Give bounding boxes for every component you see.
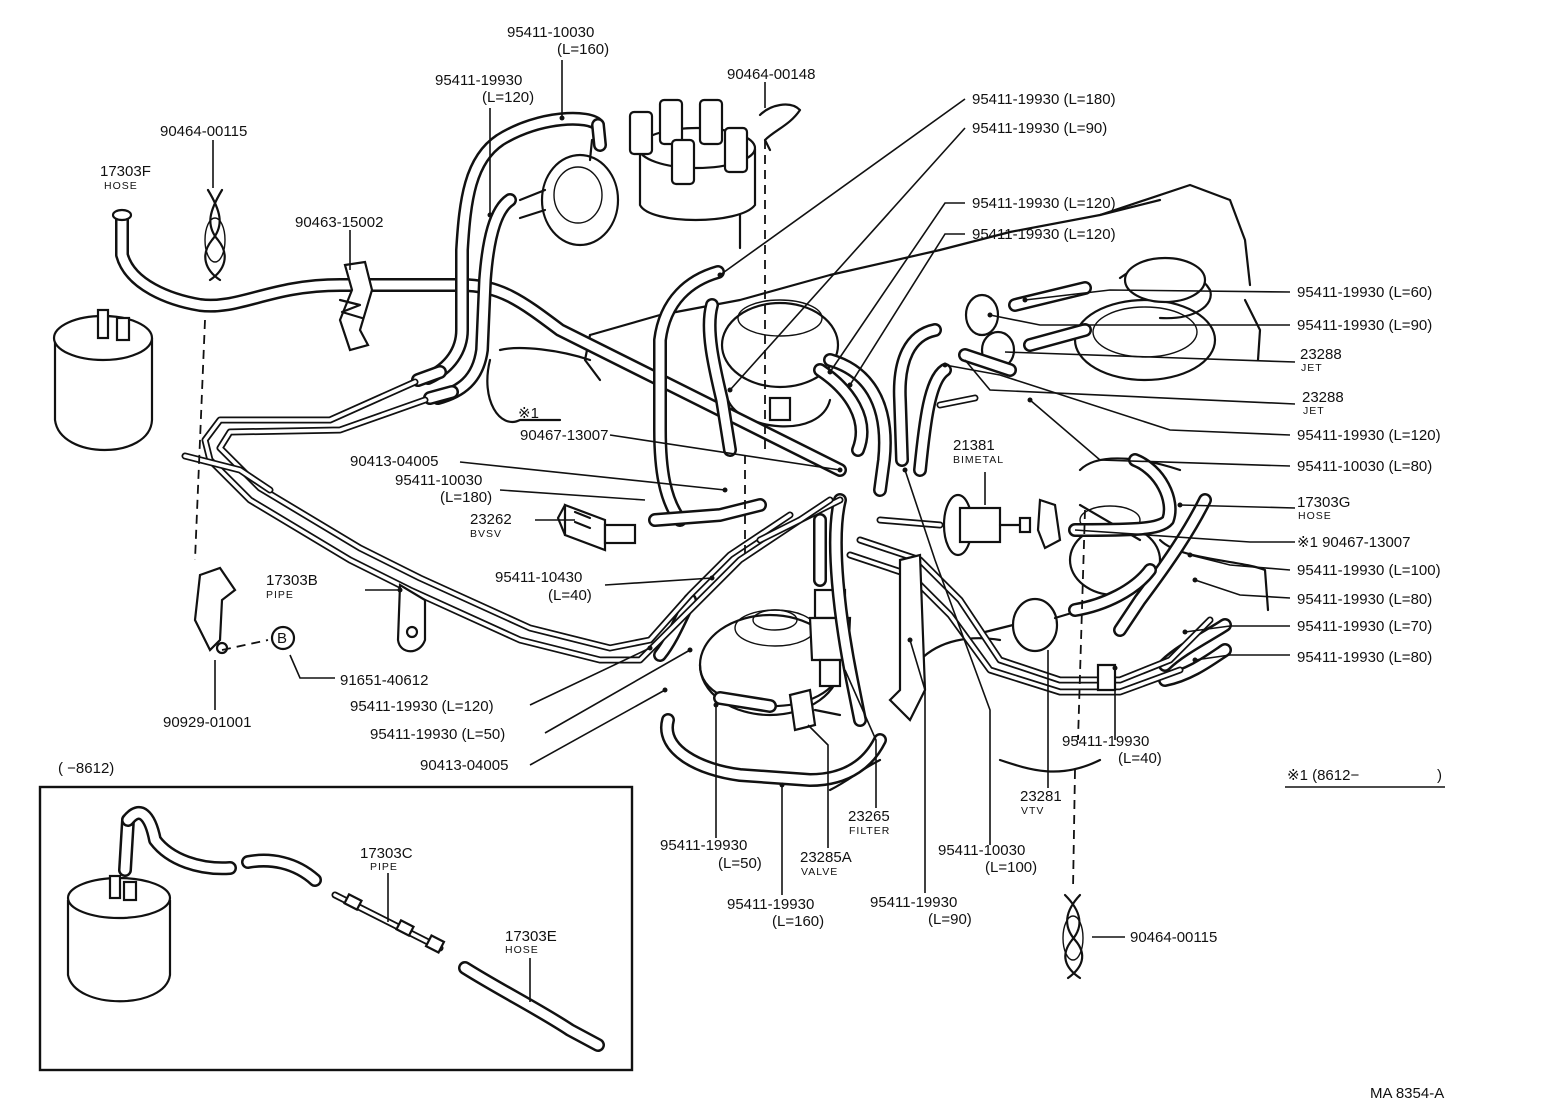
charcoal-canister: [52, 308, 154, 452]
circle-b-marker: [270, 625, 296, 651]
carburetor-air-horn: [1073, 256, 1217, 382]
label-21381-name: BIMETAL: [953, 454, 1004, 466]
label-23265-code: 23265: [848, 808, 890, 825]
label-95411-19930-l50-b-spec: (L=50): [718, 855, 762, 872]
label-23285a-code: 23285A: [800, 849, 852, 866]
label-95411-19930-l40-code: 95411-19930: [1062, 733, 1149, 750]
leader-dots: [397, 115, 1198, 788]
label-95411-10030-l100-code: 95411-10030: [938, 842, 1025, 859]
label-17303b-code: 17303B: [266, 572, 318, 589]
bimetal-valve: [942, 493, 1032, 557]
label-95411-10030-l80: 95411-10030 (L=80): [1297, 458, 1432, 475]
label-95411-19930-l60: 95411-19930 (L=60): [1297, 284, 1432, 301]
pipes: [181, 378, 1214, 696]
label-95411-10030-l160-spec: (L=160): [557, 41, 609, 58]
label-90467-13007-right: ※1 90467-13007: [1297, 534, 1411, 551]
label-95411-19930-l100: 95411-19930 (L=100): [1297, 562, 1441, 579]
label-17303g-name: HOSE: [1298, 510, 1332, 522]
label-circle-b: B: [277, 630, 287, 647]
label-90464-00115-bottom: 90464-00115: [1130, 929, 1217, 946]
alignment-dashes: [194, 140, 1086, 891]
label-95411-19930-l80-a: 95411-19930 (L=80): [1297, 591, 1432, 608]
part-labels: 95411-10030 (L=160) 95411-19930 (L=120) …: [100, 24, 1444, 1102]
label-95411-19930-l40-spec: (L=40): [1118, 750, 1162, 767]
label-star1-mid: ※1: [518, 405, 539, 422]
label-95411-19930-l180: 95411-19930 (L=180): [972, 91, 1116, 108]
label-95411-19930-l120-d: 95411-19930 (L=120): [350, 698, 494, 715]
label-91651-40612: 91651-40612: [340, 672, 428, 689]
label-90929-01001: 90929-01001: [163, 714, 251, 731]
label-95411-10030-l100-spec: (L=100): [985, 859, 1037, 876]
label-17303c-name: PIPE: [370, 861, 398, 873]
label-23262-name: BVSV: [470, 528, 502, 540]
drawing-number: MA 8354-A: [1370, 1085, 1444, 1102]
label-95411-19930-l90-c-spec: (L=90): [928, 911, 972, 928]
label-21381-code: 21381: [953, 437, 995, 454]
label-95411-19930-l90-c-code: 95411-19930: [870, 894, 957, 911]
label-90467-13007-mid: 90467-13007: [520, 427, 608, 444]
label-17303e-name: HOSE: [505, 944, 539, 956]
label-95411-19930-l120-top-code: 95411-19930: [435, 72, 522, 89]
label-95411-19930-l50-b-code: 95411-19930: [660, 837, 747, 854]
distributor-cap: [628, 98, 757, 250]
label-95411-10030-l180-spec: (L=180): [440, 489, 492, 506]
label-95411-10430-l40-spec: (L=40): [548, 587, 592, 604]
label-95411-19930-l70: 95411-19930 (L=70): [1297, 618, 1432, 635]
label-90413-04005-a: 90413-04005: [350, 453, 438, 470]
label-23285a-name: VALVE: [801, 866, 838, 878]
vacuum-advance-diaphragm: [518, 138, 620, 247]
label-95411-19930-l90-a: 95411-19930 (L=90): [972, 120, 1107, 137]
label-95411-19930-l160-code: 95411-19930: [727, 896, 814, 913]
label-17303f-name: HOSE: [104, 180, 138, 192]
label-17303b-name: PIPE: [266, 589, 294, 601]
label-23265-name: FILTER: [849, 825, 890, 837]
label-23281-code: 23281: [1020, 788, 1062, 805]
label-23288-a-name: JET: [1301, 362, 1323, 374]
label-90464-00148: 90464-00148: [727, 66, 815, 83]
bvsv-switch: [556, 503, 637, 552]
label-star-note: ※1 (8612−: [1287, 767, 1359, 784]
label-95411-10030-l180-code: 95411-10030: [395, 472, 482, 489]
hoses: [111, 111, 1232, 787]
label-17303f-code: 17303F: [100, 163, 151, 180]
label-17303e-code: 17303E: [505, 928, 557, 945]
vtv-valve: [983, 597, 1077, 653]
label-23288-b-name: JET: [1303, 405, 1325, 417]
inset-panel: ( −8612) 17303C PIPE 17303E HOSE: [38, 760, 634, 1072]
inset-title: ( −8612): [58, 760, 114, 777]
hose-clamps: [204, 103, 1084, 980]
label-95411-19930-l50-a: 95411-19930 (L=50): [370, 726, 505, 743]
label-95411-10430-l40-code: 95411-10430: [495, 569, 582, 586]
label-17303c-code: 17303C: [360, 845, 413, 862]
label-23288-a-code: 23288: [1300, 346, 1342, 363]
label-23281-name: VTV: [1021, 805, 1044, 817]
label-95411-19930-l80-b: 95411-19930 (L=80): [1297, 649, 1432, 666]
label-95411-10030-l160-code: 95411-10030: [507, 24, 594, 41]
label-95411-19930-l160-spec: (L=160): [772, 913, 824, 930]
label-17303g-code: 17303G: [1297, 494, 1350, 511]
label-90413-04005-b: 90413-04005: [420, 757, 508, 774]
label-23262-code: 23262: [470, 511, 512, 528]
label-star-note-close: ): [1437, 767, 1442, 784]
leader-lines: [212, 60, 1445, 938]
label-95411-19930-l120-c: 95411-19930 (L=120): [1297, 427, 1441, 444]
label-95411-19930-l120-b: 95411-19930 (L=120): [972, 226, 1116, 243]
filter-23265: [788, 688, 842, 732]
label-95411-19930-l120-top-spec: (L=120): [482, 89, 534, 106]
label-90464-00115-top: 90464-00115: [160, 123, 247, 140]
label-95411-19930-l120-a: 95411-19930 (L=120): [972, 195, 1116, 212]
label-23288-b-code: 23288: [1302, 389, 1344, 406]
label-90463-15002: 90463-15002: [295, 214, 383, 231]
label-95411-19930-l90-b: 95411-19930 (L=90): [1297, 317, 1432, 334]
brackets: [193, 498, 1117, 722]
